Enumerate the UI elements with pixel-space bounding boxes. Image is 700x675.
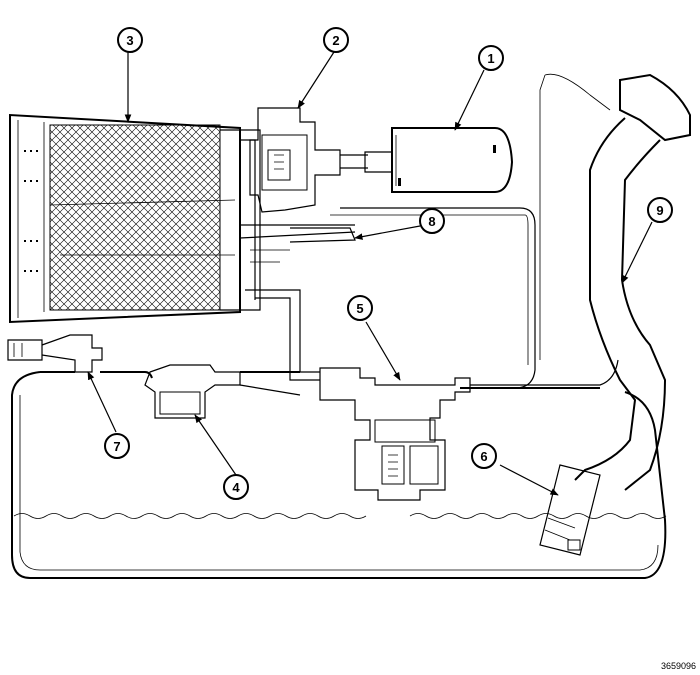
component-5 bbox=[319, 359, 619, 501]
component-4 bbox=[144, 364, 301, 419]
svg-text:4: 4 bbox=[232, 480, 240, 495]
component-7 bbox=[7, 334, 103, 373]
svg-text:3: 3 bbox=[126, 33, 133, 48]
evap-canister bbox=[9, 113, 261, 324]
callout-4: 4 bbox=[223, 474, 249, 500]
fill-tube bbox=[539, 73, 691, 556]
callout-2: 2 bbox=[323, 27, 349, 53]
svg-text:7: 7 bbox=[113, 439, 120, 454]
figure-reference-number: 3659096 bbox=[660, 661, 696, 671]
svg-text:9: 9 bbox=[656, 203, 663, 218]
callout-6: 6 bbox=[471, 443, 497, 469]
component-8 bbox=[289, 227, 356, 243]
callout-leaders bbox=[87, 51, 653, 496]
callout-3: 3 bbox=[117, 27, 143, 53]
component-2 bbox=[249, 107, 368, 213]
svg-text:8: 8 bbox=[428, 214, 435, 229]
callout-8: 8 bbox=[419, 208, 445, 234]
callout-7: 7 bbox=[104, 433, 130, 459]
svg-text:1: 1 bbox=[487, 51, 494, 66]
vapor-lines bbox=[239, 207, 536, 389]
svg-text:2: 2 bbox=[332, 33, 339, 48]
callout-1: 1 bbox=[478, 45, 504, 71]
fuel-tank bbox=[11, 371, 667, 579]
component-1 bbox=[364, 127, 514, 193]
svg-text:6: 6 bbox=[480, 449, 487, 464]
svg-text:5: 5 bbox=[356, 301, 363, 316]
callout-5: 5 bbox=[347, 295, 373, 321]
callout-9: 9 bbox=[647, 197, 673, 223]
